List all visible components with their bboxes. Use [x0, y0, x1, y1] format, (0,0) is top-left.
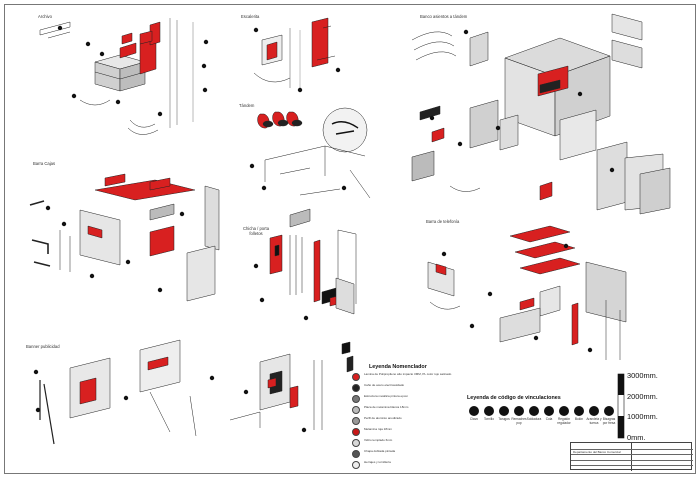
title-block: Departamento del Banco Comercial — [570, 442, 693, 471]
link-label: Tarugos — [498, 417, 510, 421]
legend-swatch — [352, 450, 360, 458]
legend-row: Melamina roja 18mm — [352, 428, 462, 438]
legend-swatch — [352, 406, 360, 414]
link-item: Bisagras por fresa — [601, 406, 617, 425]
legend-text: Vidrio templado 6mm — [364, 439, 393, 442]
link-label: Tornillo — [483, 417, 495, 421]
nail-icon — [469, 406, 479, 416]
legend-row: Placa de melamina blanca 18mm — [352, 406, 462, 416]
weld-icon — [529, 406, 539, 416]
link-item: Regatón regulador — [556, 406, 572, 425]
scale-mark: 2000mm. — [627, 392, 658, 401]
link-item: Bulón — [571, 406, 587, 422]
legend-nomenclador-title: Leyenda Nomenclador — [369, 364, 427, 370]
link-label: Clavo — [469, 417, 479, 421]
legend-row: Herrajes y tornillería — [352, 461, 462, 471]
section-label-escalerita: Escalerita — [241, 14, 260, 19]
hinge-icon — [604, 406, 614, 416]
chicha-drawing — [269, 208, 357, 315]
legend-swatch — [352, 373, 360, 381]
link-item: Remaches pop — [511, 406, 527, 425]
section-label-chicha: Chicha / porta folletos — [242, 226, 270, 236]
scale-mark: 0mm. — [627, 433, 646, 442]
leveler-icon — [559, 406, 569, 416]
dowel-icon — [499, 406, 509, 416]
legend-row: Perfil de aluminio anodizado — [352, 417, 462, 427]
tandem-drawing — [257, 107, 371, 199]
link-item: Tornillo — [481, 406, 497, 422]
link-label: Arandela y tuerca — [586, 417, 602, 425]
banner-drawing — [39, 339, 354, 445]
link-label: Cola — [545, 417, 553, 421]
link-label: Bisagras por fresa — [602, 417, 616, 425]
link-item: Tarugos — [496, 406, 512, 422]
banco-asientos-drawing — [411, 13, 671, 215]
legend-swatch — [352, 428, 360, 436]
legend-text: Lamina de Polipropileno alto impacto 3MM… — [364, 373, 452, 376]
title-block-cell: Departamento del Banco Comercial — [573, 449, 621, 454]
sheet-border — [4, 4, 696, 474]
link-label: Remaches pop — [511, 417, 527, 425]
section-label-barra-telefonia: Barra de telefonía — [426, 219, 460, 224]
link-item: Cola — [541, 406, 557, 422]
escalerita-drawing — [253, 17, 336, 88]
glue-icon — [544, 406, 554, 416]
scale-mark: 1000mm. — [627, 412, 658, 421]
legend-links-title: Leyenda de código de vinculaciones — [467, 395, 561, 401]
legend-swatch — [352, 384, 360, 392]
legend-text: Herrajes y tornillería — [364, 461, 391, 464]
link-item: Clavo — [466, 406, 482, 422]
bolt-icon — [574, 406, 584, 416]
legend-row: Caño de acero electrosoldado — [352, 384, 462, 394]
legend-text: Melamina roja 18mm — [364, 428, 393, 431]
section-label-banco-asientos: Banco asientos a tándem — [420, 14, 468, 19]
legend-swatch — [352, 439, 360, 447]
section-label-barra-cajas: Barra Cajas — [33, 161, 56, 166]
legend-row: Chapa doblada pintada — [352, 450, 462, 460]
legend-row: Lamina de Polipropileno alto impacto 3MM… — [352, 373, 462, 383]
link-label: Bulón — [574, 417, 584, 421]
legend-text: Estructura metálica pintura epoxi — [364, 395, 408, 398]
legend-text: Placa de melamina blanca 18mm — [364, 406, 409, 409]
section-label-archivo: Archivo — [38, 14, 52, 19]
link-label: Soldadura — [526, 417, 542, 421]
legend-swatch — [352, 395, 360, 403]
section-label-tandem: Tándem — [239, 103, 255, 108]
legend-text: Perfil de aluminio anodizado — [364, 417, 402, 420]
barra-cajas-drawing — [29, 173, 220, 302]
legend-row: Vidrio templado 6mm — [352, 439, 462, 449]
section-label-banner: Banner publicidad — [26, 344, 60, 349]
legend-swatch — [352, 417, 360, 425]
link-label: Regatón regulador — [557, 417, 571, 425]
part-callouts — [33, 25, 615, 433]
legend-swatch — [352, 461, 360, 469]
legend-text: Chapa doblada pintada — [364, 450, 396, 453]
rivet-icon — [514, 406, 524, 416]
link-item: Soldadura — [526, 406, 542, 422]
screw-icon — [484, 406, 494, 416]
washer-icon — [589, 406, 599, 416]
legend-row: Estructura metálica pintura epoxi — [352, 395, 462, 405]
archivo-drawing — [39, 18, 194, 135]
barra-telefonia-drawing — [427, 225, 627, 360]
link-item: Arandela y tuerca — [586, 406, 602, 425]
scale-mark: 3000mm. — [627, 371, 658, 380]
legend-text: Caño de acero electrosoldado — [364, 384, 405, 387]
